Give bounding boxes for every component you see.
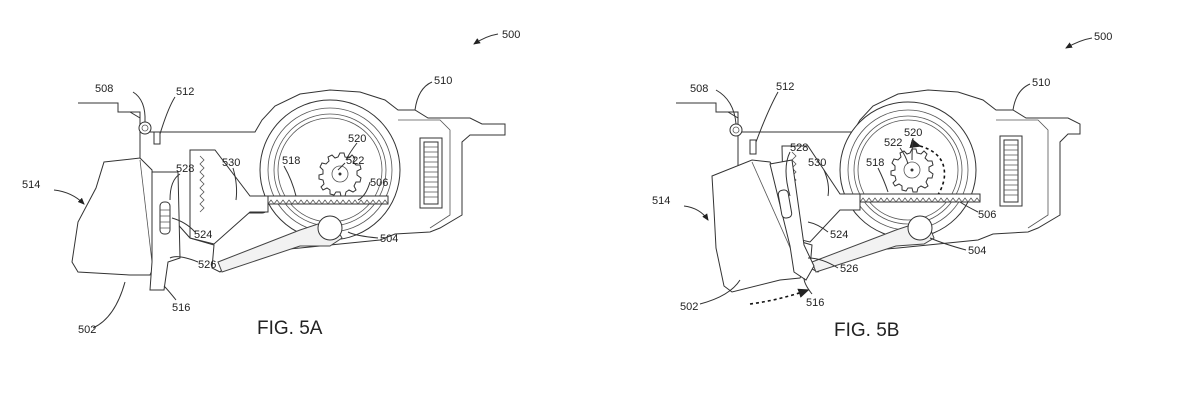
label-514-5a: 514 xyxy=(22,179,40,191)
label-518-5a: 518 xyxy=(282,155,300,167)
label-530-5a: 530 xyxy=(222,157,240,169)
label-508-5b: 508 xyxy=(690,83,708,95)
caption-fig-5a: FIG. 5A xyxy=(257,318,323,339)
label-506-5b: 506 xyxy=(978,209,996,221)
label-512-5a: 512 xyxy=(176,86,194,98)
label-504-5a: 504 xyxy=(380,233,398,245)
label-526-5b: 526 xyxy=(840,263,858,275)
post-508-5b xyxy=(730,124,742,136)
label-510-5b: 510 xyxy=(1032,77,1050,89)
rack-518-5b xyxy=(860,194,980,202)
label-524-5b: 524 xyxy=(830,229,848,241)
label-522-5b: 522 xyxy=(884,137,902,149)
label-520-5b: 520 xyxy=(904,127,922,139)
figure-5a: 508 512 510 500 520 522 530 518 506 528 … xyxy=(22,29,520,339)
trigger-502-5a xyxy=(72,158,156,275)
label-528-5a: 528 xyxy=(176,163,194,175)
label-502-5b: 502 xyxy=(680,301,698,313)
motion-arrow-5b xyxy=(750,290,808,304)
connector-comb-5a xyxy=(420,138,442,208)
label-506-5a: 506 xyxy=(370,177,388,189)
label-514-5b: 514 xyxy=(652,195,670,207)
label-512-5b: 512 xyxy=(776,81,794,93)
label-504-5b: 504 xyxy=(968,245,986,257)
label-500-5a: 500 xyxy=(502,29,520,41)
label-510-5a: 510 xyxy=(434,75,452,87)
figure-5b: 508 512 510 500 520 522 530 518 506 528 … xyxy=(652,31,1112,341)
label-502-5a: 502 xyxy=(78,324,96,336)
rack-518-5a xyxy=(268,196,388,204)
caption-fig-5b: FIG. 5B xyxy=(834,320,899,341)
label-528-5b: 528 xyxy=(790,142,808,154)
label-526-5a: 526 xyxy=(198,259,216,271)
label-508-5a: 508 xyxy=(95,83,113,95)
label-516-5a: 516 xyxy=(172,302,190,314)
label-518-5b: 518 xyxy=(866,157,884,169)
label-500-5b: 500 xyxy=(1094,31,1112,43)
post-508-5a xyxy=(139,122,151,134)
connector-comb-5b xyxy=(1000,136,1022,206)
label-530-5b: 530 xyxy=(808,157,826,169)
label-520-5a: 520 xyxy=(348,133,366,145)
label-522-5a: 522 xyxy=(346,155,364,167)
label-524-5a: 524 xyxy=(194,229,212,241)
label-516-5b: 516 xyxy=(806,297,824,309)
